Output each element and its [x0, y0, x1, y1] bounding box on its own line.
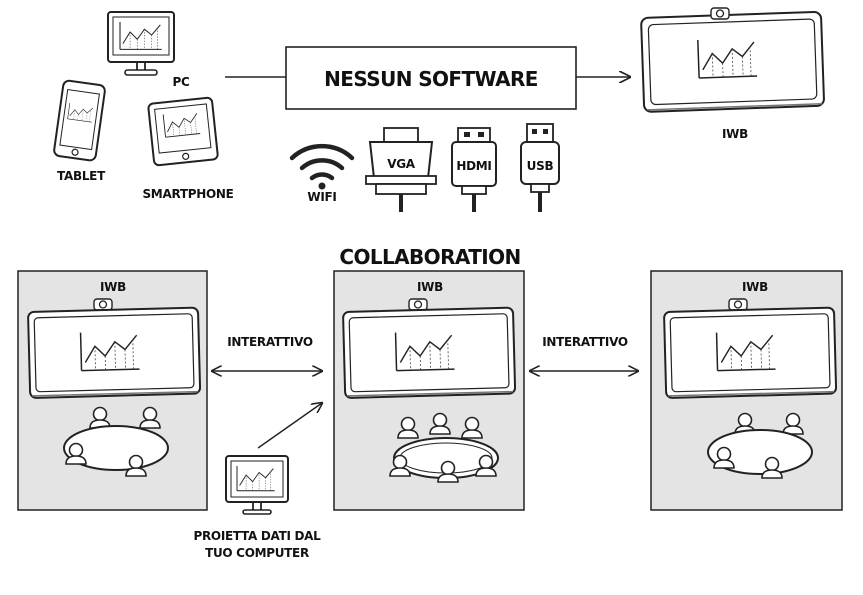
room-center: IWB: [333, 270, 525, 511]
room-left-label: IWB: [100, 280, 126, 294]
webcam-icon: [408, 298, 428, 311]
tablet-label: TABLET: [57, 169, 106, 183]
hdmi-connector-icon: [451, 127, 497, 212]
vga-connector-icon: [365, 127, 437, 212]
tablet-icon: [53, 79, 106, 162]
room-center-label: IWB: [417, 280, 443, 294]
meeting-table-icon: [389, 412, 499, 483]
whiteboard-icon: [342, 306, 517, 399]
webcam-icon: [710, 7, 730, 20]
meeting-table-icon: [63, 406, 169, 477]
software-box: [285, 46, 577, 110]
whiteboard-icon: [27, 306, 202, 399]
project-label-line1: PROIETTA DATI DAL: [193, 529, 321, 543]
collaboration-title: COLLABORATION: [339, 245, 520, 269]
smartphone-label: SMARTPHONE: [142, 187, 233, 201]
room-right: IWB: [650, 270, 843, 511]
interactive-label-right: INTERATTIVO: [542, 335, 628, 349]
webcam-icon: [728, 298, 748, 311]
project-arrow: [257, 403, 322, 449]
software-box-label: NESSUN SOFTWARE: [324, 67, 538, 91]
smartphone-icon: [147, 96, 219, 167]
webcam-icon: [93, 298, 113, 311]
vga-label: VGA: [387, 157, 416, 171]
whiteboard-icon: [663, 306, 838, 399]
meeting-table-icon: [707, 412, 813, 479]
project-label-line2: TUO COMPUTER: [205, 546, 309, 560]
pc-monitor-icon: [107, 11, 175, 76]
computer-monitor-icon: [225, 455, 289, 515]
usb-connector-icon: [520, 123, 560, 212]
usb-label: USB: [527, 159, 554, 173]
hdmi-label: HDMI: [456, 159, 491, 173]
interactive-label-left: INTERATTIVO: [227, 335, 313, 349]
iwb-label: IWB: [722, 127, 748, 141]
wifi-label: WIFI: [307, 190, 336, 204]
room-right-label: IWB: [742, 280, 768, 294]
iwb-board-icon: [640, 10, 825, 113]
pc-label: PC: [172, 75, 189, 89]
room-left: IWB: [17, 270, 208, 511]
wifi-icon: [289, 143, 355, 190]
